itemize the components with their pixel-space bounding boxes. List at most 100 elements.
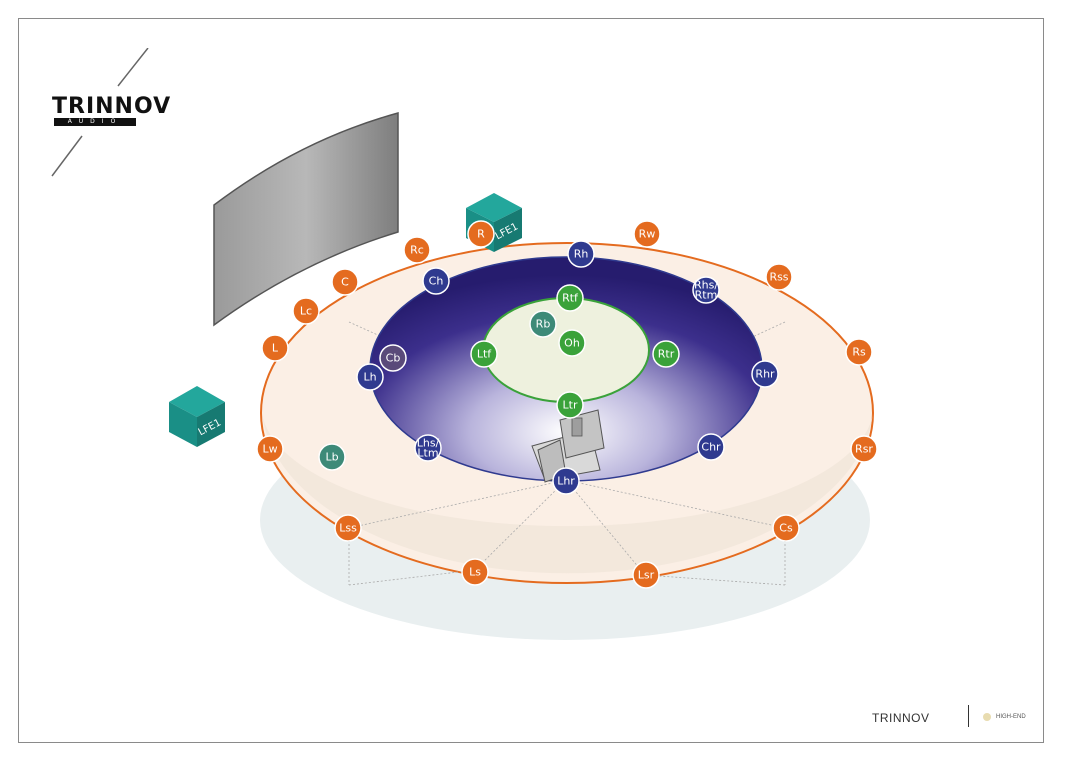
- spk-rhr-marker: Rhr: [751, 360, 779, 388]
- spk-ch-label: Ch: [429, 275, 444, 288]
- spk-rs-marker: Rs: [845, 338, 873, 366]
- spk-rtf-dot: [556, 284, 584, 312]
- spk-oh-label: Oh: [564, 337, 580, 350]
- spk-chr-label: Chr: [701, 441, 721, 454]
- spk-lb-label: Lb: [325, 451, 338, 464]
- spk-rsr-marker: Rsr: [850, 435, 878, 463]
- lfe-cube-side: LFE1: [169, 386, 225, 447]
- spk-lss-dot: [334, 514, 362, 542]
- spk-rtr-marker: Rtr: [652, 340, 680, 368]
- spk-ltf-marker: Ltf: [470, 340, 498, 368]
- spk-rsr-label: Rsr: [855, 443, 873, 456]
- spk-lh-label: Lh: [363, 371, 376, 384]
- spk-lc-label: Lc: [300, 305, 312, 318]
- spk-rb-marker: Rb: [529, 310, 557, 338]
- projection-screen: [213, 112, 399, 327]
- spk-rss-dot: [765, 263, 793, 291]
- spk-ltf-dot: [470, 340, 498, 368]
- spk-ls-dot: [461, 558, 489, 586]
- spk-c-dot: [331, 268, 359, 296]
- spk-rsr-dot: [850, 435, 878, 463]
- logo-slashes: [51, 47, 149, 177]
- spk-lhr-marker: Lhr: [552, 467, 580, 495]
- spk-rw-dot: [633, 220, 661, 248]
- spk-rw-marker: Rw: [633, 220, 661, 248]
- spk-cb-label: Cb: [386, 352, 401, 365]
- spk-cs-dot: [772, 514, 800, 542]
- spk-ch-marker: Ch: [422, 267, 450, 295]
- spk-cb-dot: [379, 344, 407, 372]
- spk-r-label: R: [477, 228, 485, 241]
- spk-ls-label: Ls: [469, 566, 481, 579]
- spk-lsr-label: Lsr: [638, 569, 655, 582]
- spk-lhs-label: Lhs/: [417, 437, 440, 450]
- spk-lw-dot: [256, 435, 284, 463]
- spk-lsr-marker: Lsr: [632, 561, 660, 589]
- spk-rtf-label: Rtf: [562, 292, 579, 305]
- logo-wordmark: TRINNOV: [52, 94, 172, 119]
- spk-cb-marker: Cb: [379, 344, 407, 372]
- spk-rhr-dot: [751, 360, 779, 388]
- spk-cs-marker: Cs: [772, 514, 800, 542]
- spk-rb-dot: [529, 310, 557, 338]
- spk-rs-dot: [845, 338, 873, 366]
- spk-lh-marker: Lh: [356, 363, 384, 391]
- spk-rh-dot: [567, 240, 595, 268]
- spk-lss-label: Lss: [339, 522, 357, 535]
- spk-rhs-label: Rhs/: [694, 279, 718, 292]
- footer-separator: [968, 705, 969, 727]
- footer-badge-icon: [983, 713, 991, 721]
- spk-rc-dot: [403, 236, 431, 264]
- spk-ltf-label: Ltf: [477, 348, 492, 361]
- logo-subtitle: AUDIO: [54, 118, 136, 126]
- spk-rh-label: Rh: [574, 248, 589, 261]
- spk-rc-marker: Rc: [403, 236, 431, 264]
- spk-lss-marker: Lss: [334, 514, 362, 542]
- spk-rc-label: Rc: [410, 244, 424, 257]
- spk-lhs-dot: [414, 434, 442, 462]
- spk-rss-label: Rss: [769, 271, 788, 284]
- spk-lb-dot: [318, 443, 346, 471]
- spk-lhr-dot: [552, 467, 580, 495]
- spk-rhs-marker: Rhs/Rtm: [692, 276, 720, 304]
- spk-rhs-label: Rtm: [695, 289, 718, 302]
- spk-r-dot: [467, 220, 495, 248]
- spk-rtr-dot: [652, 340, 680, 368]
- spk-lc-marker: Lc: [292, 297, 320, 325]
- spk-oh-marker: Oh: [558, 329, 586, 357]
- spk-ch-dot: [422, 267, 450, 295]
- spk-ls-marker: Ls: [461, 558, 489, 586]
- spk-rb-label: Rb: [536, 318, 551, 331]
- spk-ltr-dot: [556, 391, 584, 419]
- spk-lc-dot: [292, 297, 320, 325]
- spk-rtf-marker: Rtf: [556, 284, 584, 312]
- floor-shade: [262, 413, 873, 574]
- spk-r-marker: R: [467, 220, 495, 248]
- spk-rh-marker: Rh: [567, 240, 595, 268]
- spk-rss-marker: Rss: [765, 263, 793, 291]
- spk-chr-marker: Chr: [697, 433, 725, 461]
- spk-lw-label: Lw: [262, 443, 277, 456]
- spk-cs-label: Cs: [779, 522, 793, 535]
- spk-l-marker: L: [261, 334, 289, 362]
- spk-lh-dot: [356, 363, 384, 391]
- page-frame: [18, 18, 1044, 743]
- spk-lw-marker: Lw: [256, 435, 284, 463]
- footer-brand: TRINNOV: [872, 711, 930, 725]
- spk-rs-label: Rs: [852, 346, 866, 359]
- spk-lhr-label: Lhr: [557, 475, 575, 488]
- trinnov-logo: [50, 47, 160, 178]
- spk-c-marker: C: [331, 268, 359, 296]
- spk-oh-dot: [558, 329, 586, 357]
- spk-c-label: C: [341, 276, 349, 289]
- spk-lhs-label: Ltm: [417, 447, 438, 460]
- spk-rw-label: Rw: [639, 228, 656, 241]
- spk-chr-dot: [697, 433, 725, 461]
- spk-lb-marker: Lb: [318, 443, 346, 471]
- spk-lhs-marker: Lhs/Ltm: [414, 434, 442, 462]
- spk-rhr-label: Rhr: [755, 368, 775, 381]
- spk-lsr-dot: [632, 561, 660, 589]
- footer-badge: HIGH-END: [996, 714, 1026, 720]
